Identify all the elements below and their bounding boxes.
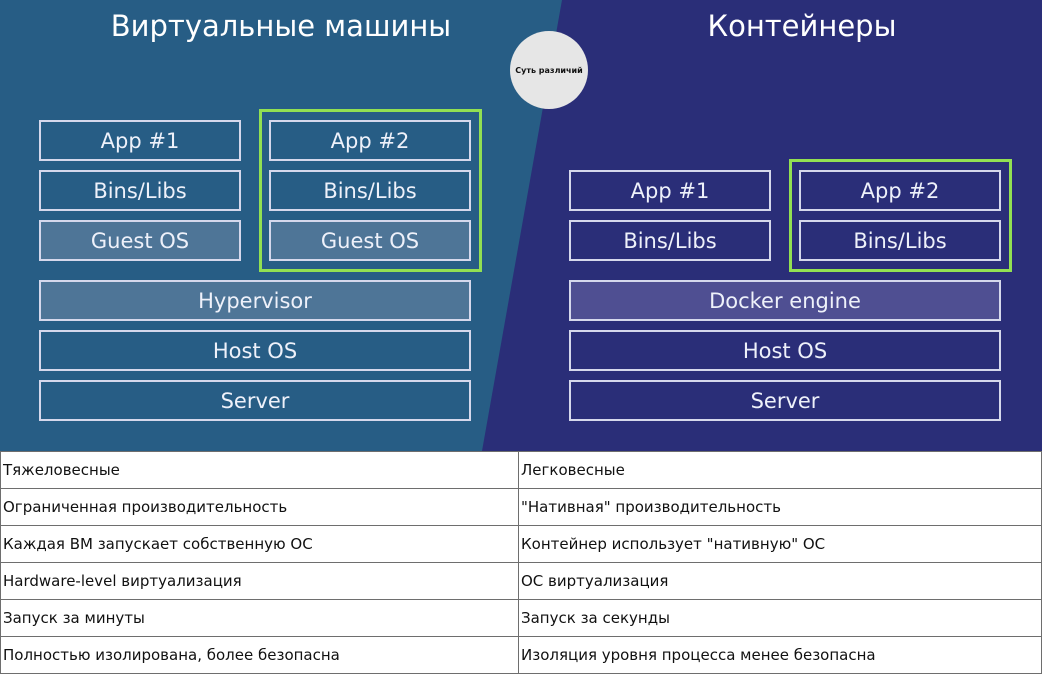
ct-app2-bins-box: Bins/Libs bbox=[799, 220, 1001, 261]
container-property-cell: Изоляция уровня процесса менее безопасна bbox=[518, 636, 1042, 674]
vm-app2-box: App #2 bbox=[269, 120, 471, 161]
vm-app2-guest-os-box: Guest OS bbox=[269, 220, 471, 261]
vm-server-box: Server bbox=[39, 380, 471, 421]
vm-property-cell: Каждая ВМ запускает собственную ОС bbox=[0, 525, 519, 563]
containers-title: Контейнеры bbox=[707, 9, 897, 43]
vm-title: Виртуальные машины bbox=[110, 9, 452, 43]
vm-property-cell: Полностью изолирована, более безопасна bbox=[0, 636, 519, 674]
vm-app2-highlight bbox=[259, 109, 482, 272]
container-property-cell: Контейнер использует "нативную" ОС bbox=[518, 525, 1042, 563]
container-property-cell: Легковесные bbox=[518, 451, 1042, 489]
vm-property-cell: Hardware-level виртуализация bbox=[0, 562, 519, 600]
vm-property-cell: Ограниченная производительность bbox=[0, 488, 519, 526]
vm-app2-bins-box: Bins/Libs bbox=[269, 170, 471, 211]
docker-engine-box: Docker engine bbox=[569, 280, 1001, 321]
vm-app1-guest-os-box: Guest OS bbox=[39, 220, 241, 261]
container-property-cell: Запуск за секунды bbox=[518, 599, 1042, 637]
vm-host-os-box: Host OS bbox=[39, 330, 471, 371]
ct-app1-bins-box: Bins/Libs bbox=[569, 220, 771, 261]
ct-host-os-box: Host OS bbox=[569, 330, 1001, 371]
container-property-cell: "Нативная" производительность bbox=[518, 488, 1042, 526]
vm-app1-bins-box: Bins/Libs bbox=[39, 170, 241, 211]
vm-property-cell: Тяжеловесные bbox=[0, 451, 519, 489]
ct-app1-box: App #1 bbox=[569, 170, 771, 211]
ct-server-box: Server bbox=[569, 380, 1001, 421]
vm-property-cell: Запуск за минуты bbox=[0, 599, 519, 637]
vm-app1-box: App #1 bbox=[39, 120, 241, 161]
architecture-diagram: Виртуальные машины Контейнеры App #1 Bin… bbox=[0, 0, 1042, 451]
comparison-row: Ограниченная производительность"Нативная… bbox=[0, 488, 1042, 526]
differences-badge: Суть различий bbox=[510, 31, 588, 109]
hypervisor-box: Hypervisor bbox=[39, 280, 471, 321]
container-property-cell: ОС виртуализация bbox=[518, 562, 1042, 600]
ct-app2-box: App #2 bbox=[799, 170, 1001, 211]
ct-app2-highlight bbox=[789, 159, 1012, 272]
